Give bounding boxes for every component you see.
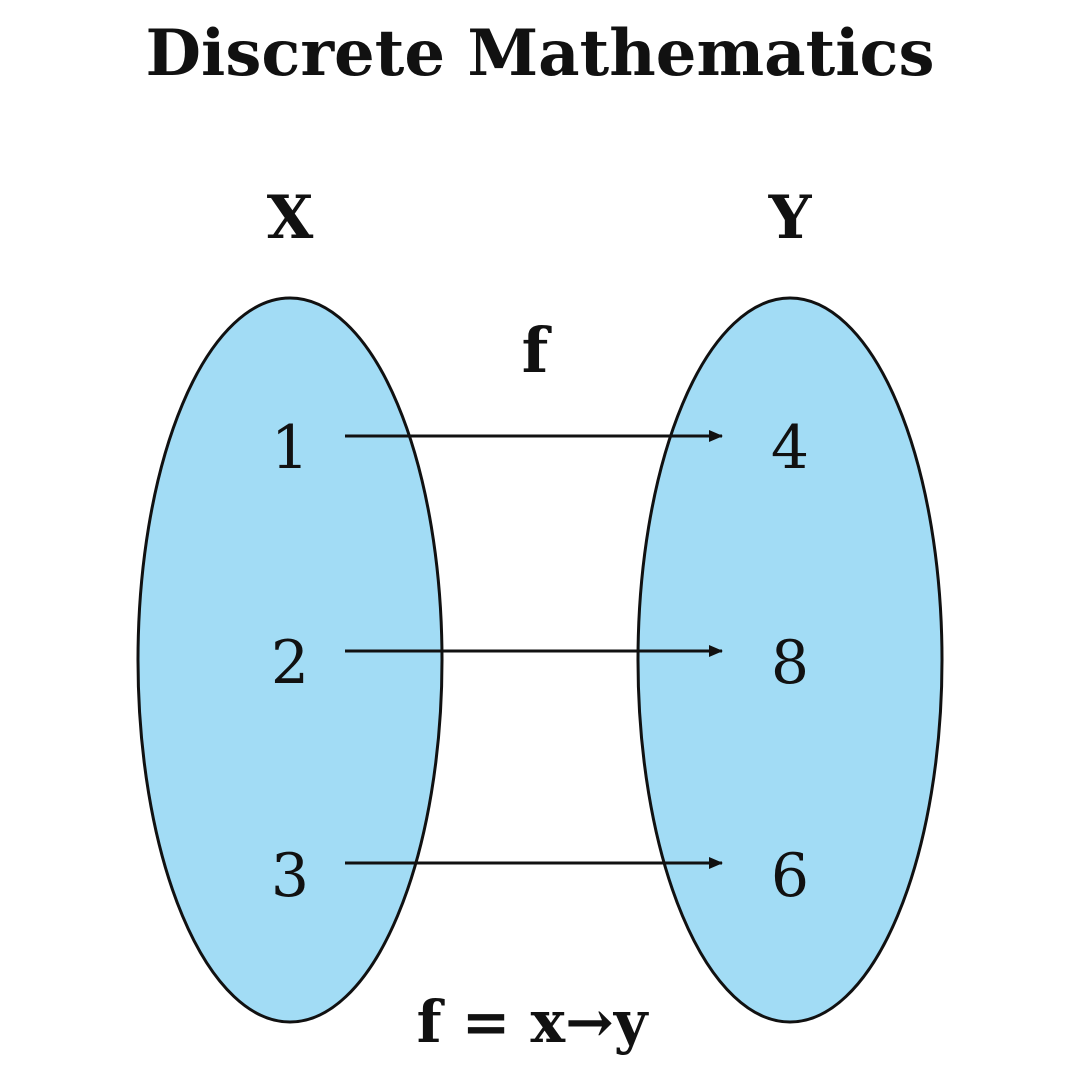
codomain-set-ellipse [636, 296, 944, 1024]
codomain-element: 6 [771, 841, 809, 911]
function-label: f [522, 314, 552, 387]
domain-set-ellipse [136, 296, 444, 1024]
codomain-element: 8 [771, 628, 809, 698]
function-formula: f = x→y [417, 988, 650, 1056]
domain-element: 3 [271, 841, 309, 911]
domain-element: 2 [271, 628, 309, 698]
domain-set-label: X [267, 183, 314, 253]
codomain-element: 4 [771, 413, 809, 483]
page-title: Discrete Mathematics [146, 16, 935, 91]
codomain-set-label: Y [768, 183, 813, 253]
domain-element: 1 [271, 413, 309, 483]
